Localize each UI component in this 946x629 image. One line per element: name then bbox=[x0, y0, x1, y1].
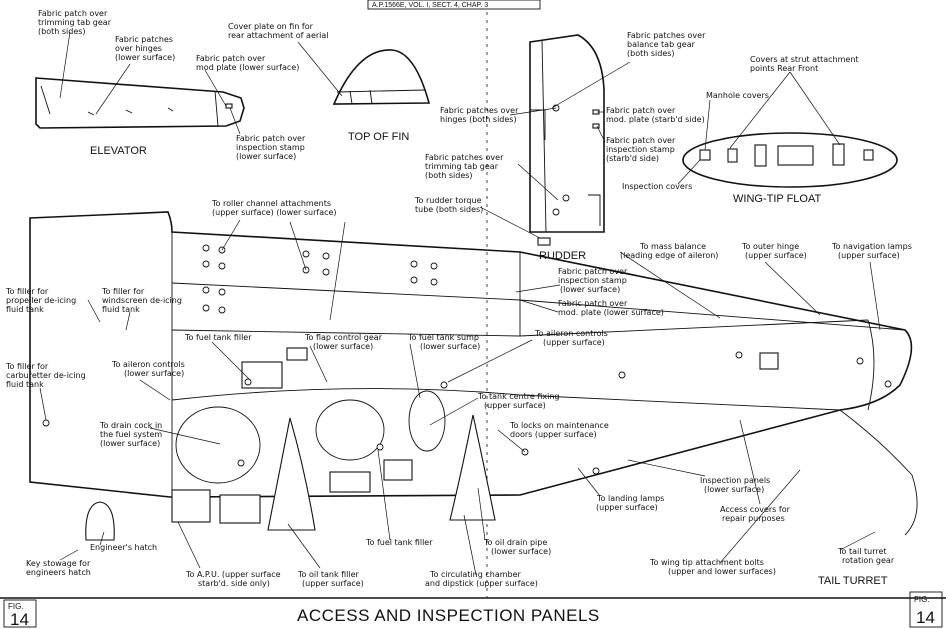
reference-text: A.P.1566E, VOL. I, SECT. 4, CHAP. 3 bbox=[372, 2, 488, 9]
tail-turret-caption: TAIL TURRET bbox=[818, 575, 888, 587]
fig-word-left: FIG. bbox=[8, 602, 24, 611]
fig-number-right: 14 bbox=[916, 608, 935, 627]
inspection-panels-label: Inspection panels(lower surface) bbox=[700, 476, 770, 494]
oil-tank-filler-label: To oil tank filler(upper surface) bbox=[297, 570, 364, 588]
flap-gear-label: To flap control gear(lower surface) bbox=[304, 333, 383, 351]
wing-tip-float-drawing: WING-TIP FLOAT bbox=[682, 132, 898, 205]
engineers-hatch-label: Engineer's hatch bbox=[90, 543, 157, 552]
oil-drain-label: To oil drain pipe(lower surface) bbox=[483, 538, 551, 556]
elevator-drawing: ELEVATOR bbox=[35, 77, 245, 157]
fig-number-left: 14 bbox=[10, 610, 29, 629]
nav-lamps-label: To navigation lamps(upper surface) bbox=[831, 242, 912, 260]
wing-tip-float-caption: WING-TIP FLOAT bbox=[733, 193, 821, 205]
aileron-controls-upper-label: To aileron controls(upper surface) bbox=[534, 329, 608, 347]
mass-balance-label: To mass balance(leading edge of aileron) bbox=[620, 242, 718, 260]
tank-centre-fixing-label: To tank centre fixing(upper surface) bbox=[477, 392, 560, 410]
fuel-tank-filler-top-label: To fuel tank filler bbox=[184, 333, 252, 342]
fig-word-right: FIG. bbox=[914, 595, 930, 604]
float-manhole-label: Manhole covers bbox=[706, 91, 769, 100]
top-of-fin-drawing: TOP OF FIN bbox=[332, 49, 431, 143]
aileron-controls-lower-label: To aileron controls(lower surface) bbox=[111, 360, 185, 378]
top-of-fin-caption: TOP OF FIN bbox=[348, 131, 409, 143]
rudder-drawing: RUDDER bbox=[529, 34, 605, 262]
roller-holes bbox=[42, 244, 892, 475]
figure-title: ACCESS AND INSPECTION PANELS bbox=[297, 606, 600, 625]
fuel-tank-sump-label: To fuel tank sump(lower surface) bbox=[407, 333, 480, 351]
header-reference: A.P.1566E, VOL. I, SECT. 4, CHAP. 3 bbox=[367, 0, 541, 10]
landing-lamps-label: To landing lamps(upper surface) bbox=[596, 494, 664, 512]
leader-lines bbox=[39, 31, 881, 576]
wing-plan-drawing bbox=[29, 211, 918, 541]
roller-channel-label: To roller channel attachments(upper surf… bbox=[211, 199, 337, 217]
elevator-caption: ELEVATOR bbox=[90, 145, 147, 157]
outer-hinge-label: To outer hinge(upper surface) bbox=[741, 242, 807, 260]
fuel-tank-filler-label: To fuel tank filler bbox=[365, 538, 433, 547]
figure-footer: FIG. 14 ACCESS AND INSPECTION PANELS FIG… bbox=[0, 591, 946, 629]
float-inspection-label: Inspection covers bbox=[622, 182, 692, 191]
wing-tip-bolts-label: To wing tip attachment bolts(upper and l… bbox=[649, 558, 776, 576]
